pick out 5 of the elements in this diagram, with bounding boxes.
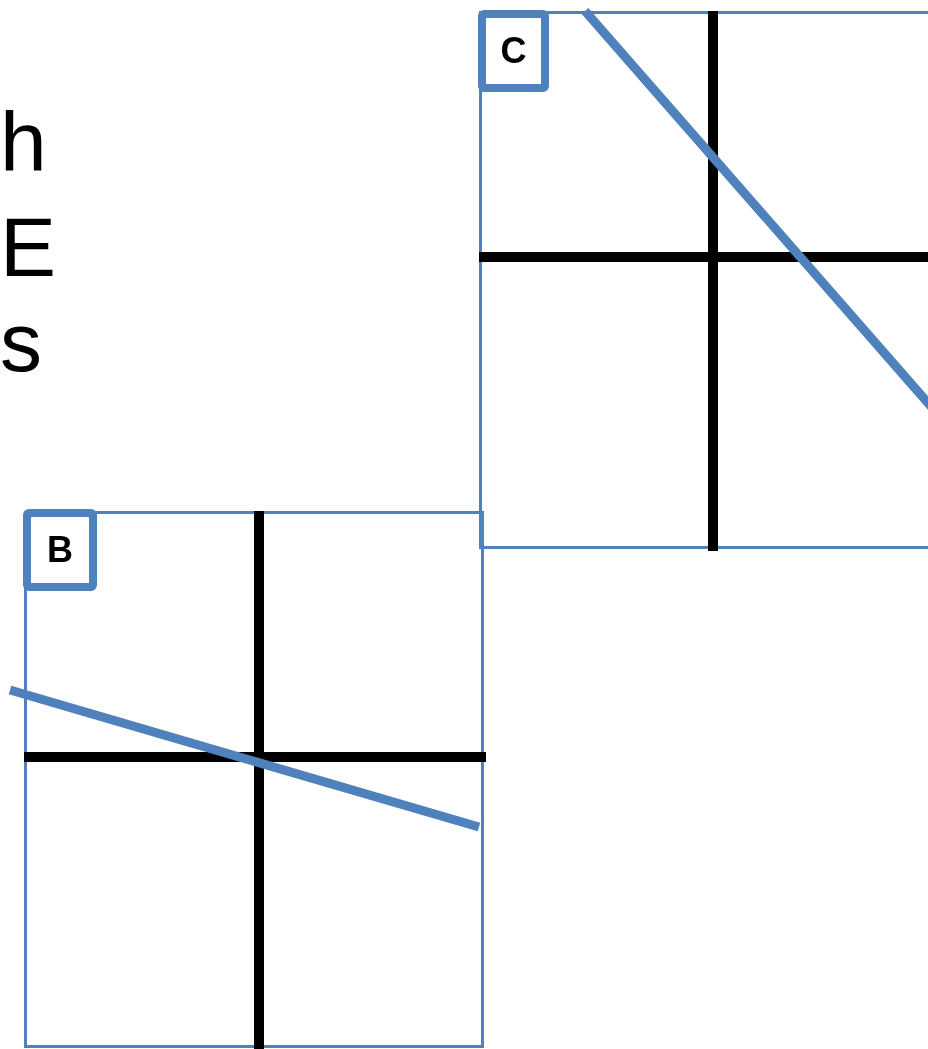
text-fragment: h (0, 100, 47, 184)
panel-label: C (478, 10, 549, 92)
panel-label: B (23, 509, 97, 591)
text-fragment: s (0, 300, 42, 384)
text-fragment: E (0, 205, 57, 289)
